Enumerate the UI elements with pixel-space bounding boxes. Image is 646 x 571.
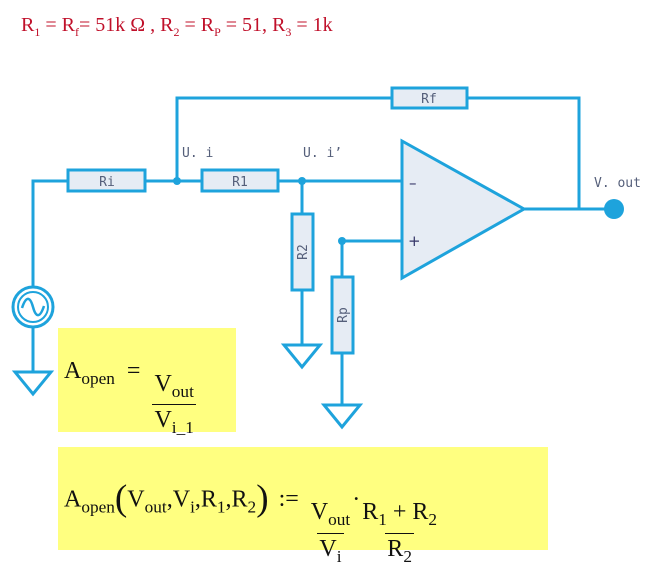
r2-symbol: R bbox=[160, 14, 174, 36]
node-ui-label: U. i bbox=[182, 146, 213, 161]
eq2-fn: A bbox=[64, 486, 82, 513]
open-loop-gain-function: Aopen(Vout,Vi,R1,R2) := Vout Vi · R1 + R… bbox=[58, 447, 548, 566]
eq2-rparen: ) bbox=[256, 478, 269, 519]
output-terminal[interactable] bbox=[604, 199, 624, 219]
opamp-triangle-icon bbox=[400, 138, 528, 281]
eq1-lhs: A bbox=[64, 358, 82, 384]
r3-symbol: R bbox=[272, 14, 286, 36]
r1-resistor bbox=[200, 168, 280, 193]
eq2-fraction1: Vout Vi bbox=[309, 499, 352, 566]
resistor-values-header: R1 = Rf= 51k Ω , R2 = RP = 51, R3 = 1k bbox=[21, 14, 333, 40]
noninverting-input-sign: + bbox=[408, 232, 421, 250]
equation1-body: Aopen = Vout Vi_1 bbox=[64, 358, 196, 438]
eq1-fraction: Vout Vi_1 bbox=[152, 371, 196, 438]
rf-label: Rf bbox=[421, 92, 437, 107]
r2-resistor bbox=[290, 212, 315, 292]
eq1-num-main: V bbox=[154, 371, 172, 398]
eq2-f2-plus: + bbox=[386, 499, 413, 526]
rp-subscript: P bbox=[214, 25, 221, 39]
eq2-f1-denominator: Vi bbox=[317, 532, 344, 567]
r1-rf-value: = 51k Ω , bbox=[78, 14, 161, 36]
rp-resistor bbox=[330, 275, 355, 355]
eq2-f2-num-b-sub: 2 bbox=[428, 510, 438, 530]
r2-ground-icon bbox=[280, 343, 324, 370]
eq2-comma3: , bbox=[225, 486, 232, 513]
r1-subscript: 1 bbox=[34, 25, 41, 39]
eq2-comma2: , bbox=[194, 486, 201, 513]
eq2-comma1: , bbox=[166, 486, 173, 513]
source-ground-icon bbox=[11, 370, 55, 397]
rp-symbol: = R bbox=[179, 14, 215, 36]
junction-ui bbox=[173, 177, 181, 185]
node-ui-prime-label: U. i’ bbox=[303, 146, 342, 161]
eq1-den-main: V bbox=[154, 407, 172, 434]
eq2-arg2: V bbox=[172, 486, 191, 513]
r3-subscript: 3 bbox=[285, 25, 292, 39]
eq1-denominator: Vi_1 bbox=[152, 404, 196, 438]
eq2-arg3: R bbox=[200, 486, 217, 513]
eq2-f2-num-b: R bbox=[412, 499, 429, 526]
eq2-f2-numerator: R1 + R2 bbox=[360, 499, 439, 532]
eq2-f2-den-sub: 2 bbox=[403, 546, 412, 566]
eq2-arg1: V bbox=[127, 486, 145, 513]
rp-ground-icon bbox=[320, 403, 364, 430]
ac-source-inner-ring bbox=[17, 291, 49, 323]
r2-rp-value: = 51, bbox=[220, 14, 273, 36]
eq2-lparen: ( bbox=[114, 478, 128, 519]
eq2-f1-den-main: V bbox=[319, 535, 337, 562]
eq2-f1-num-sub: out bbox=[328, 510, 351, 530]
r1-label: R1 bbox=[232, 175, 248, 190]
eq2-arg2-sub: i bbox=[190, 497, 195, 517]
eq2-arg4-sub: 2 bbox=[247, 497, 257, 517]
input-wire bbox=[31, 179, 402, 292]
eq2-f2-num-a: R bbox=[362, 499, 379, 526]
equation2-body: Aopen(Vout,Vi,R1,R2) := Vout Vi · R1 + R… bbox=[64, 477, 439, 567]
rf-resistor bbox=[390, 86, 469, 110]
output-label: V. out bbox=[594, 176, 641, 191]
rf-subscript: f bbox=[74, 25, 79, 39]
eq2-f1-den-sub: i bbox=[336, 546, 342, 566]
ri-resistor bbox=[66, 168, 147, 193]
eq2-fn-sub: open bbox=[81, 497, 115, 517]
r2-subscript: 2 bbox=[173, 25, 180, 39]
inverting-input-sign: – bbox=[409, 174, 417, 192]
eq2-assign: := bbox=[278, 486, 299, 513]
eq1-lhs-sub: open bbox=[81, 369, 115, 389]
eq2-f2-den-main: R bbox=[387, 535, 404, 562]
r3-value: = 1k bbox=[291, 14, 333, 36]
r1-symbol: R bbox=[21, 14, 35, 36]
eq1-numerator: Vout bbox=[152, 371, 195, 404]
sine-wave-icon bbox=[20, 297, 46, 317]
eq2-f1-numerator: Vout bbox=[309, 499, 352, 532]
eq2-arg3-sub: 1 bbox=[216, 497, 226, 517]
ri-label: Ri bbox=[99, 175, 115, 190]
rp-label: Rp bbox=[336, 307, 351, 323]
rf-symbol: = R bbox=[40, 14, 75, 36]
feedback-wire bbox=[175, 96, 581, 211]
eq2-fraction2: R1 + R2 R2 bbox=[360, 499, 439, 566]
eq1-equals: = bbox=[126, 358, 141, 384]
eq2-f2-denominator: R2 bbox=[385, 532, 414, 567]
open-loop-gain-equation: Aopen = Vout Vi_1 bbox=[58, 328, 236, 437]
eq1-den-sub: i_1 bbox=[171, 418, 194, 438]
junction-plus bbox=[338, 237, 346, 245]
r2-label: R2 bbox=[296, 244, 311, 260]
eq2-dot: · bbox=[352, 486, 361, 513]
eq2-arg1-sub: out bbox=[144, 497, 167, 517]
eq2-arg4: R bbox=[231, 486, 248, 513]
eq2-f1-num-main: V bbox=[310, 499, 329, 526]
eq2-f2-num-a-sub: 1 bbox=[378, 510, 387, 530]
eq1-num-sub: out bbox=[171, 382, 194, 402]
